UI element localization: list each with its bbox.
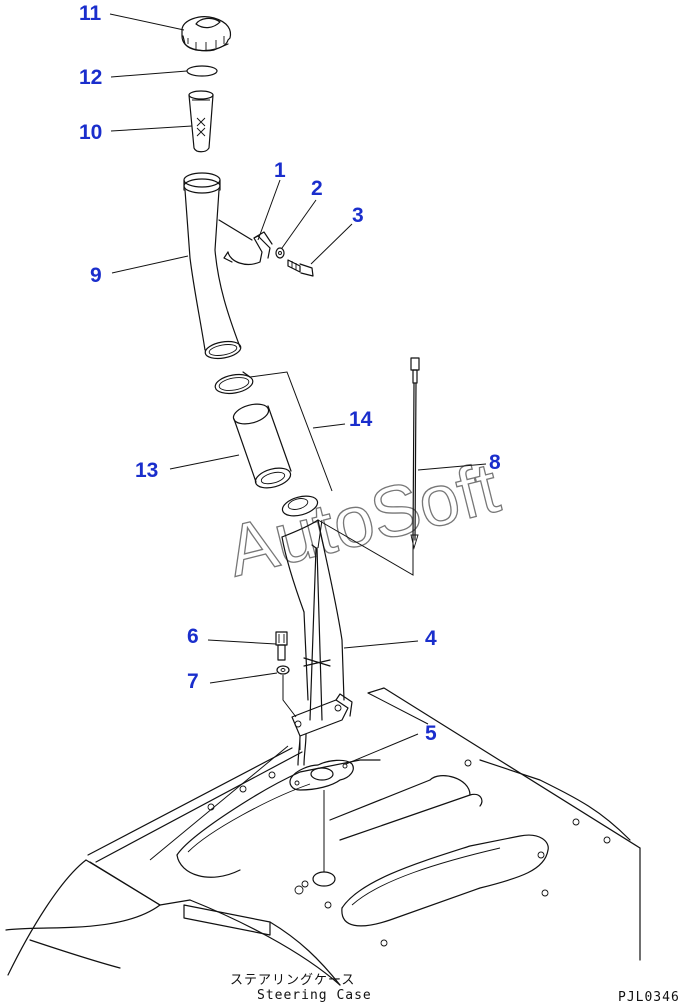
callout-12: 12 [79,66,102,89]
callout-10: 10 [79,121,102,144]
callouts: 11 12 10 1 2 3 9 14 13 8 6 4 7 5 [79,2,501,745]
seal-part-12 [186,65,218,77]
callout-6: 6 [187,625,199,648]
callout-7: 7 [187,670,199,693]
hose-clamp-part-14 [214,371,254,395]
washer-part-2 [275,247,285,259]
callout-2: 2 [311,177,323,200]
washer-part-7 [276,665,290,675]
callout-4: 4 [425,627,437,650]
callout-9: 9 [90,264,102,287]
bolt-part-3 [287,259,314,277]
watermark: AutoSoft [219,448,506,592]
callout-14: 14 [349,408,373,431]
callout-13: 13 [135,459,158,482]
drawing-code: PJL0346 [618,990,680,1005]
gasket-part-5 [289,759,354,791]
callout-11: 11 [79,2,102,25]
cap-part-11 [181,16,232,52]
callout-1: 1 [274,159,286,182]
caption-english: Steering Case [257,988,372,1003]
callout-8: 8 [489,451,501,474]
bolt-part-6 [275,631,288,661]
strainer-part-10 [188,90,214,153]
tube-part-4 [281,495,353,766]
hose-part-13 [232,403,292,489]
steering-case [5,687,641,986]
leader-lines [109,13,487,765]
caption-japanese: ステアリングケース [230,973,355,988]
callout-5: 5 [425,722,437,745]
assembly-lines [149,371,414,872]
callout-3: 3 [352,204,364,227]
clip-part-1 [218,219,273,265]
filler-pipe-part-9 [183,172,242,360]
